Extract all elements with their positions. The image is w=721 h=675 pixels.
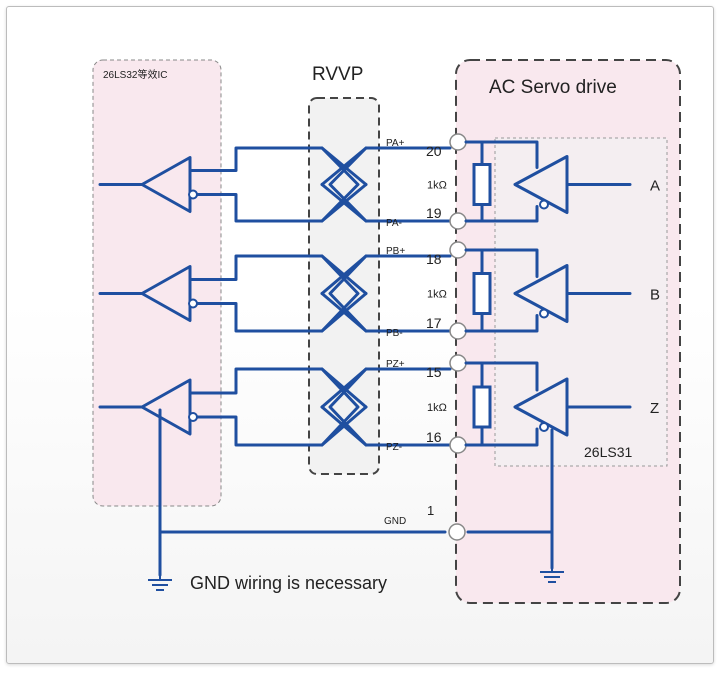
twisted-pair-left [307, 254, 360, 333]
neg-terminal [449, 436, 467, 454]
cable-box [308, 97, 380, 475]
neg-pin-number: 16 [426, 429, 442, 445]
resistor-value: 1kΩ [427, 402, 447, 414]
channel-b: PB+ PB- 18 17 1kΩ B [98, 241, 660, 340]
twisted-pair-cross-bottom [320, 292, 368, 333]
driver-bubble-icon [539, 308, 549, 319]
gnd-pin-number: 1 [427, 503, 434, 518]
pos-signal-label: PB+ [386, 246, 405, 257]
left-ic-label: 26LS32等效IC [103, 68, 167, 81]
gnd-wiring: 1 GND [158, 408, 554, 577]
twisted-pair-cross-bottom [320, 183, 368, 223]
driver-pos-wire [480, 140, 539, 169]
resistor-value: 1kΩ [427, 180, 447, 192]
gnd-note: GND wiring is necessary [190, 573, 387, 593]
channel-a: PA+ PA- 20 19 1kΩ A [98, 133, 660, 230]
pos-pin-number: 18 [426, 251, 442, 267]
receiver-pos-wire [188, 254, 311, 281]
twisted-pair-cross-top [320, 254, 368, 295]
driver-neg-wire [480, 205, 539, 223]
gnd-pin-terminal [448, 523, 466, 541]
inversion-bubble-icon [188, 412, 198, 422]
receiver-pos-wire [188, 367, 311, 395]
pos-signal-label: PA+ [386, 138, 405, 149]
twisted-pair-cross-bottom [320, 405, 368, 447]
resistor-value: 1kΩ [427, 289, 447, 301]
pos-terminal [449, 133, 467, 151]
pos-pin-number: 15 [426, 364, 442, 380]
right-ic-label: 26LS31 [584, 444, 632, 460]
neg-terminal [449, 212, 467, 230]
twisted-pair-right [328, 367, 381, 447]
neg-pin-number: 19 [426, 205, 442, 221]
receiver-neg-wire [195, 302, 311, 333]
receiver-triangle-icon [140, 156, 192, 213]
pos-terminal [449, 354, 467, 372]
inversion-bubble-icon [188, 189, 198, 200]
twisted-pair-left [307, 367, 360, 447]
twisted-pair-cross-top [320, 367, 368, 409]
left-ic-box [92, 59, 222, 507]
receiver-triangle-icon [140, 265, 192, 322]
channel-z: PZ+ PZ- 15 16 1kΩ Z [98, 354, 659, 454]
receiver-neg-wire [195, 193, 311, 223]
receiver-neg-wire [195, 415, 311, 447]
neg-signal-label: PA- [386, 218, 402, 229]
ground-symbol-left-icon [148, 575, 172, 591]
output-label: B [650, 287, 660, 304]
twisted-pair-right [328, 146, 381, 223]
inversion-bubble-icon [188, 298, 198, 309]
pos-terminal [449, 241, 467, 259]
neg-pin-number: 17 [426, 315, 442, 331]
receiver-triangle-icon [140, 378, 192, 436]
resistor-icon [472, 272, 492, 315]
driver-neg-wire [480, 314, 539, 333]
output-label: Z [650, 400, 659, 417]
driver-bubble-icon [539, 199, 549, 210]
driver-pos-wire [480, 361, 539, 392]
neg-signal-label: PZ- [386, 442, 402, 453]
resistor-icon [472, 163, 492, 206]
pos-pin-number: 20 [426, 143, 442, 159]
driver-pos-wire [480, 248, 539, 278]
driver-neg-wire [480, 427, 539, 447]
neg-signal-label: PB- [386, 328, 403, 339]
receiver-pos-wire [188, 146, 311, 172]
neg-terminal [449, 322, 467, 340]
resistor-icon [472, 385, 492, 429]
cable-label: RVVP [312, 64, 363, 85]
twisted-pair-left [307, 146, 360, 223]
twisted-pair-right [328, 254, 381, 333]
gnd-wire-label: GND [384, 516, 406, 527]
drive-label: AC Servo drive [489, 77, 617, 98]
ground-symbol-right-icon [540, 568, 564, 583]
output-label: A [650, 178, 660, 195]
signal-channels: PA+ PA- 20 19 1kΩ A PB+ PB- 18 17 1kΩ B PZ+ PZ- 15 16 1k… [98, 133, 660, 454]
driver-bubble-icon [539, 422, 549, 432]
twisted-pair-cross-top [320, 146, 368, 186]
pos-signal-label: PZ+ [386, 359, 405, 370]
